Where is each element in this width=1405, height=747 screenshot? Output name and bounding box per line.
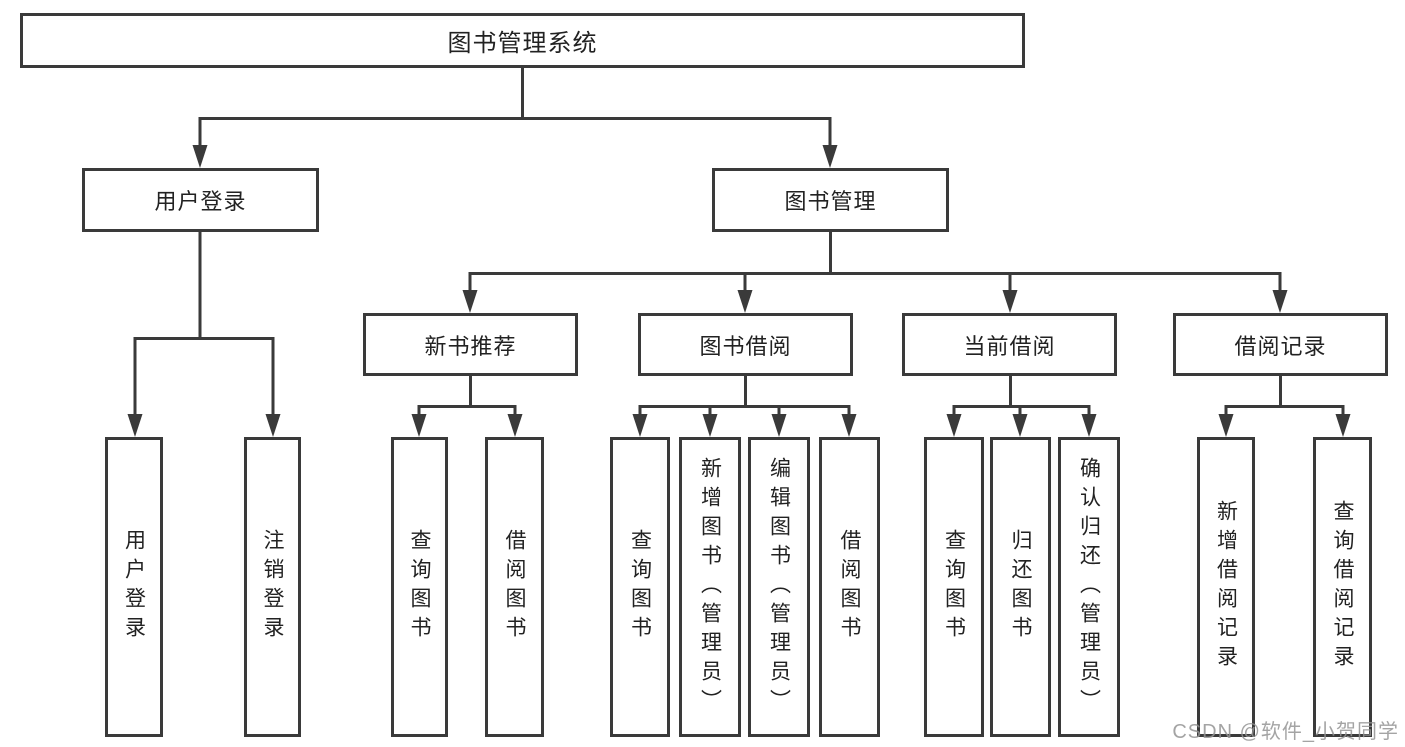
leaf-query-books: 查询图书 [924, 437, 984, 737]
leaf-label: 新增借阅记录 [1214, 500, 1238, 674]
leaf-label: 查询图书 [628, 529, 652, 645]
leaf-add-books-admin: 新增图书（管理员） [679, 437, 741, 737]
node-user-login: 用户登录 [82, 168, 319, 232]
leaf-edit-books-admin: 编辑图书（管理员） [748, 437, 810, 737]
connector-lines [133, 68, 1345, 416]
leaf-logout-login: 注销登录 [244, 437, 301, 737]
node-book-management: 图书管理 [712, 168, 949, 232]
node-label: 图书管理系统 [447, 30, 598, 57]
leaf-query-borrow-record: 查询借阅记录 [1313, 437, 1372, 737]
leaf-query-books: 查询图书 [610, 437, 670, 737]
leaf-user-login: 用户登录 [105, 437, 163, 737]
leaf-label: 查询图书 [942, 529, 966, 645]
node-new-book-recommendation: 新书推荐 [363, 313, 578, 376]
node-label: 图书借阅 [699, 333, 792, 359]
leaf-label: 查询图书 [408, 529, 431, 645]
node-label: 用户登录 [154, 189, 247, 214]
leaf-label: 借阅图书 [838, 529, 861, 645]
leaf-return-books: 归还图书 [990, 437, 1051, 737]
node-book-borrowing: 图书借阅 [638, 313, 853, 376]
leaf-label: 归还图书 [1009, 529, 1032, 645]
node-label: 借阅记录 [1234, 333, 1327, 359]
node-library-management-system: 图书管理系统 [20, 13, 1025, 68]
leaf-label: 确认归还（管理员） [1077, 456, 1101, 718]
node-current-borrowing: 当前借阅 [902, 313, 1117, 376]
node-label: 图书管理 [784, 189, 877, 214]
leaf-add-borrow-record: 新增借阅记录 [1197, 437, 1255, 737]
node-label: 当前借阅 [963, 333, 1056, 359]
leaf-label: 编辑图书（管理员） [767, 456, 791, 718]
leaf-label: 借阅图书 [503, 529, 526, 645]
watermark: CSDN @软件_小贺同学 [1172, 721, 1399, 743]
leaf-borrow-books: 借阅图书 [485, 437, 544, 737]
arrowheads [127, 145, 1351, 437]
node-label: 新书推荐 [424, 333, 517, 359]
leaf-confirm-return-admin: 确认归还（管理员） [1058, 437, 1120, 737]
leaf-label: 新增图书（管理员） [698, 456, 722, 718]
leaf-label: 用户登录 [122, 529, 146, 645]
node-borrowing-records: 借阅记录 [1173, 313, 1388, 376]
leaf-label: 查询借阅记录 [1331, 500, 1354, 674]
leaf-query-books: 查询图书 [391, 437, 448, 737]
leaf-borrow-books: 借阅图书 [819, 437, 880, 737]
leaf-label: 注销登录 [261, 529, 284, 645]
